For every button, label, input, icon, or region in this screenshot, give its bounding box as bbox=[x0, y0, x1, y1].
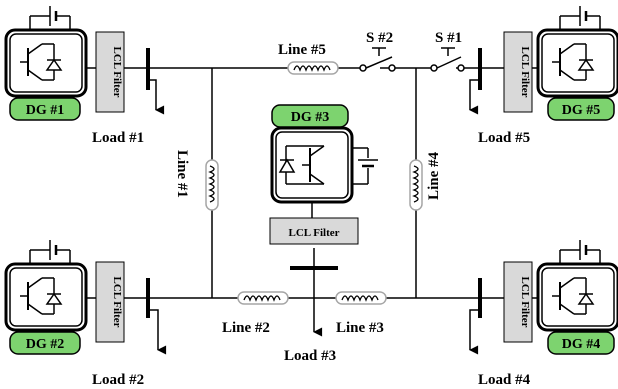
dg3-dc-source-icon bbox=[352, 147, 378, 185]
dg4-badge: DG #4 bbox=[547, 331, 615, 355]
switch-s2[interactable] bbox=[359, 47, 396, 72]
load3-label: Load #3 bbox=[284, 348, 336, 364]
dg3-converter bbox=[270, 126, 354, 204]
svg-text:DG #2: DG #2 bbox=[26, 337, 65, 352]
line5-inductor bbox=[287, 61, 339, 75]
line2-label: Line #2 bbox=[222, 320, 270, 336]
dg5-filter-label: LCL Filter bbox=[519, 46, 531, 97]
svg-text:DG #1: DG #1 bbox=[26, 103, 65, 118]
dg4-dc-source-icon bbox=[558, 238, 602, 266]
dg4-filter-label: LCL Filter bbox=[519, 276, 531, 327]
switch-s1[interactable] bbox=[430, 47, 465, 72]
line4-label: Line #4 bbox=[426, 152, 442, 200]
line1-label: Line #1 bbox=[174, 150, 190, 198]
dg5-lcl-filter: LCL Filter bbox=[503, 31, 533, 113]
s2-label: S #2 bbox=[366, 30, 393, 46]
line2-inductor bbox=[237, 291, 289, 305]
dg5-dc-source-icon bbox=[558, 4, 602, 32]
line3-label: Line #3 bbox=[336, 320, 384, 336]
dg2-converter bbox=[4, 262, 88, 332]
load-arrows bbox=[148, 79, 480, 355]
dg2-lcl-filter: LCL Filter bbox=[95, 261, 125, 343]
line5-label: Line #5 bbox=[278, 42, 326, 58]
s1-label: S #1 bbox=[435, 30, 462, 46]
dg2-dc-source-icon bbox=[28, 238, 72, 266]
load1-label: Load #1 bbox=[92, 130, 144, 146]
dg3-badge: DG #3 bbox=[271, 104, 349, 128]
dg3-filter-label: LCL Filter bbox=[288, 227, 339, 239]
dg1-lcl-filter: LCL Filter bbox=[95, 31, 125, 113]
dg4-converter bbox=[536, 262, 618, 332]
dg2-filter-label: LCL Filter bbox=[111, 276, 123, 327]
dg4-lcl-filter: LCL Filter bbox=[503, 261, 533, 343]
dg1-dc-source-icon bbox=[28, 4, 72, 32]
dg5-converter bbox=[536, 28, 618, 98]
dg1-badge: DG #1 bbox=[9, 97, 81, 121]
line4-inductor bbox=[409, 159, 423, 211]
line3-inductor bbox=[335, 291, 387, 305]
svg-text:DG #5: DG #5 bbox=[562, 103, 601, 118]
svg-text:DG #4: DG #4 bbox=[562, 337, 601, 352]
dg3-lcl-filter: LCL Filter bbox=[269, 217, 359, 245]
dg2-badge: DG #2 bbox=[9, 331, 81, 355]
dg1-converter bbox=[4, 28, 88, 98]
dg5-badge: DG #5 bbox=[547, 97, 615, 121]
line1-inductor bbox=[205, 159, 219, 211]
load2-label: Load #2 bbox=[92, 372, 144, 388]
dg1-filter-label: LCL Filter bbox=[111, 46, 123, 97]
load5-label: Load #5 bbox=[478, 130, 530, 146]
load4-label: Load #4 bbox=[478, 372, 531, 388]
svg-text:DG #3: DG #3 bbox=[291, 110, 330, 125]
